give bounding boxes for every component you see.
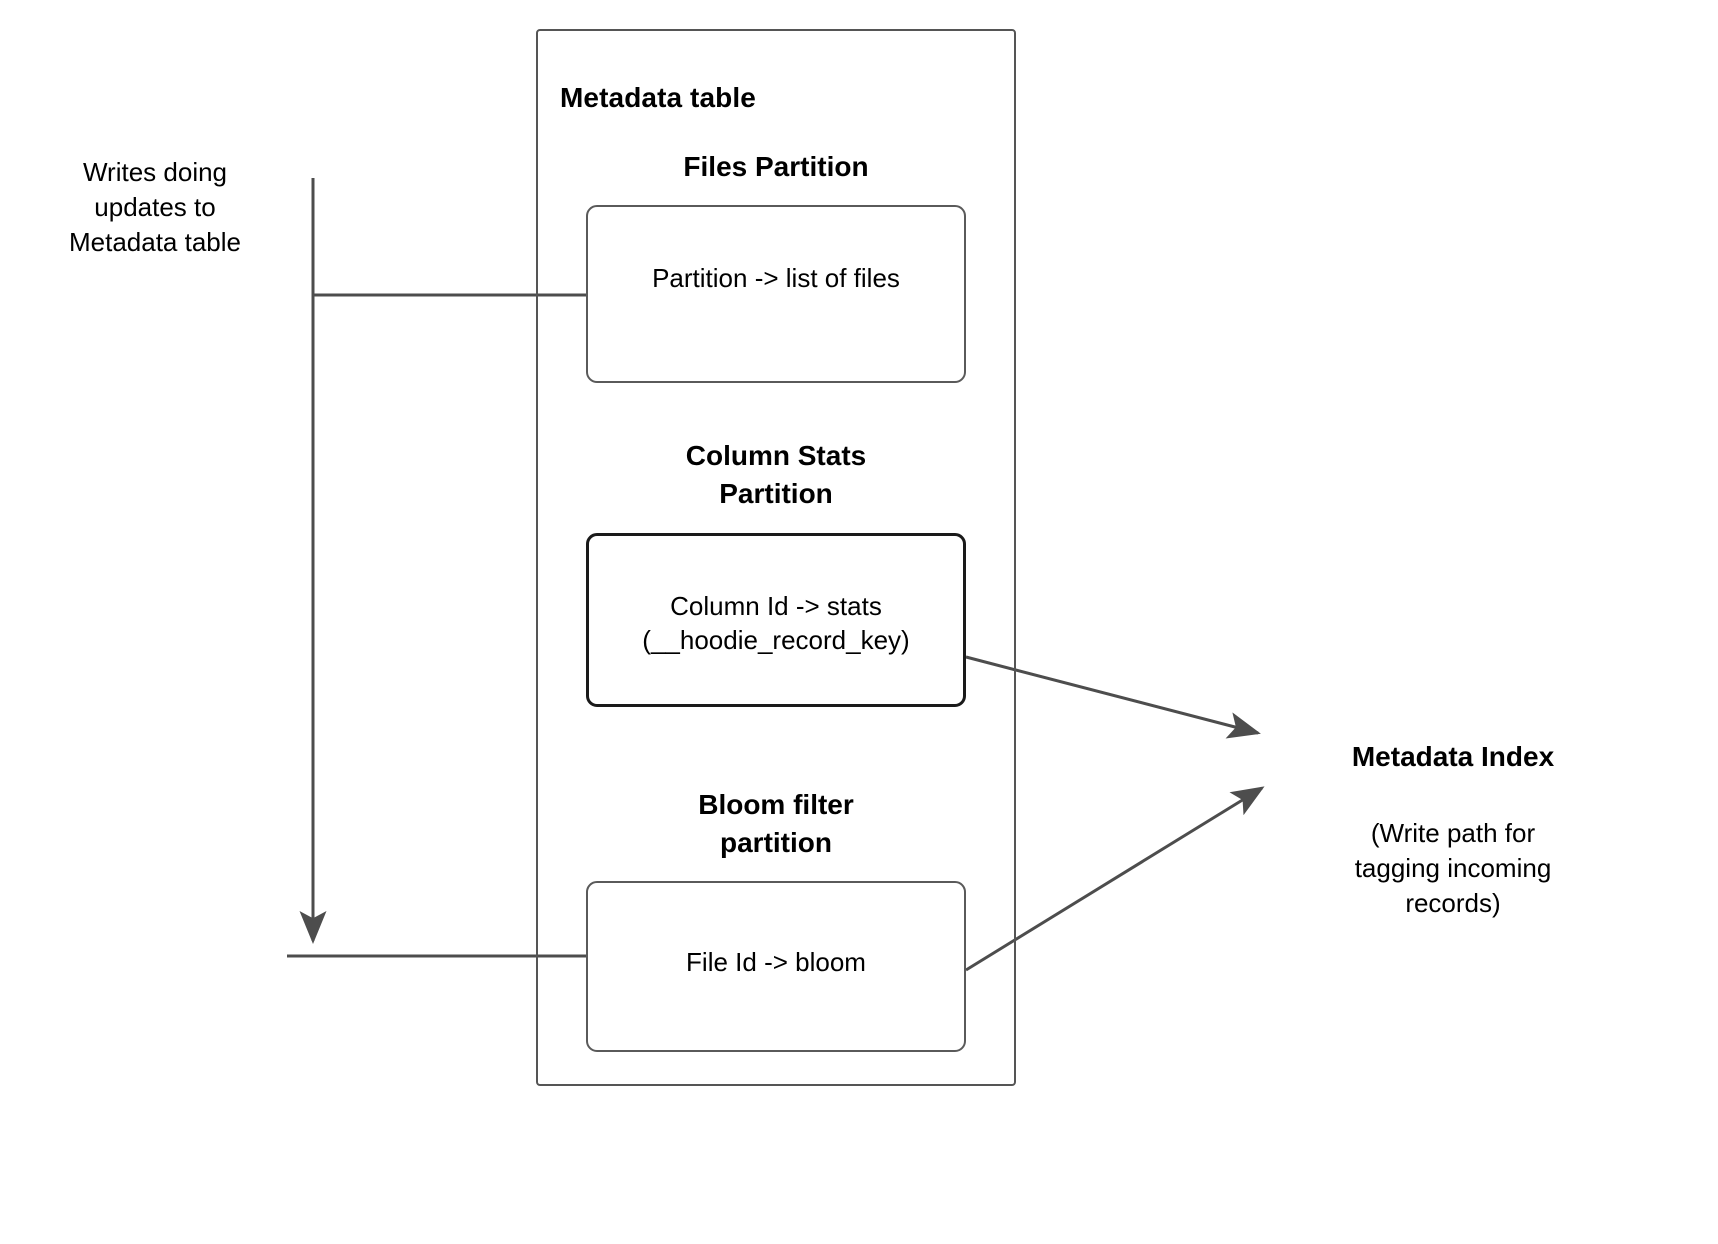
- column-stats-partition-box-text: Column Id -> stats (__hoodie_record_key): [642, 590, 910, 655]
- metadata-table-container: [536, 29, 1016, 1086]
- metadata-index-caption: (Write path for tagging incoming records…: [1354, 818, 1552, 919]
- files-partition-box: Partition -> list of files: [586, 205, 966, 383]
- bloom-filter-partition-box: File Id -> bloom: [586, 881, 966, 1052]
- bloom-filter-partition-title: Bloom filter partition: [698, 789, 854, 859]
- column-stats-partition-box: Column Id -> stats (__hoodie_record_key): [586, 533, 966, 707]
- metadata-table-title: Metadata table: [560, 82, 756, 113]
- files-partition-title: Files Partition: [683, 151, 869, 182]
- bloom-filter-partition-box-text: File Id -> bloom: [686, 947, 866, 978]
- metadata-index-title: Metadata Index: [1351, 741, 1555, 772]
- writes-doing-updates-label: Writes doing updates to Metadata table: [68, 157, 241, 258]
- column-stats-partition-title: Column Stats Partition: [685, 440, 867, 510]
- files-partition-box-text: Partition -> list of files: [652, 262, 900, 293]
